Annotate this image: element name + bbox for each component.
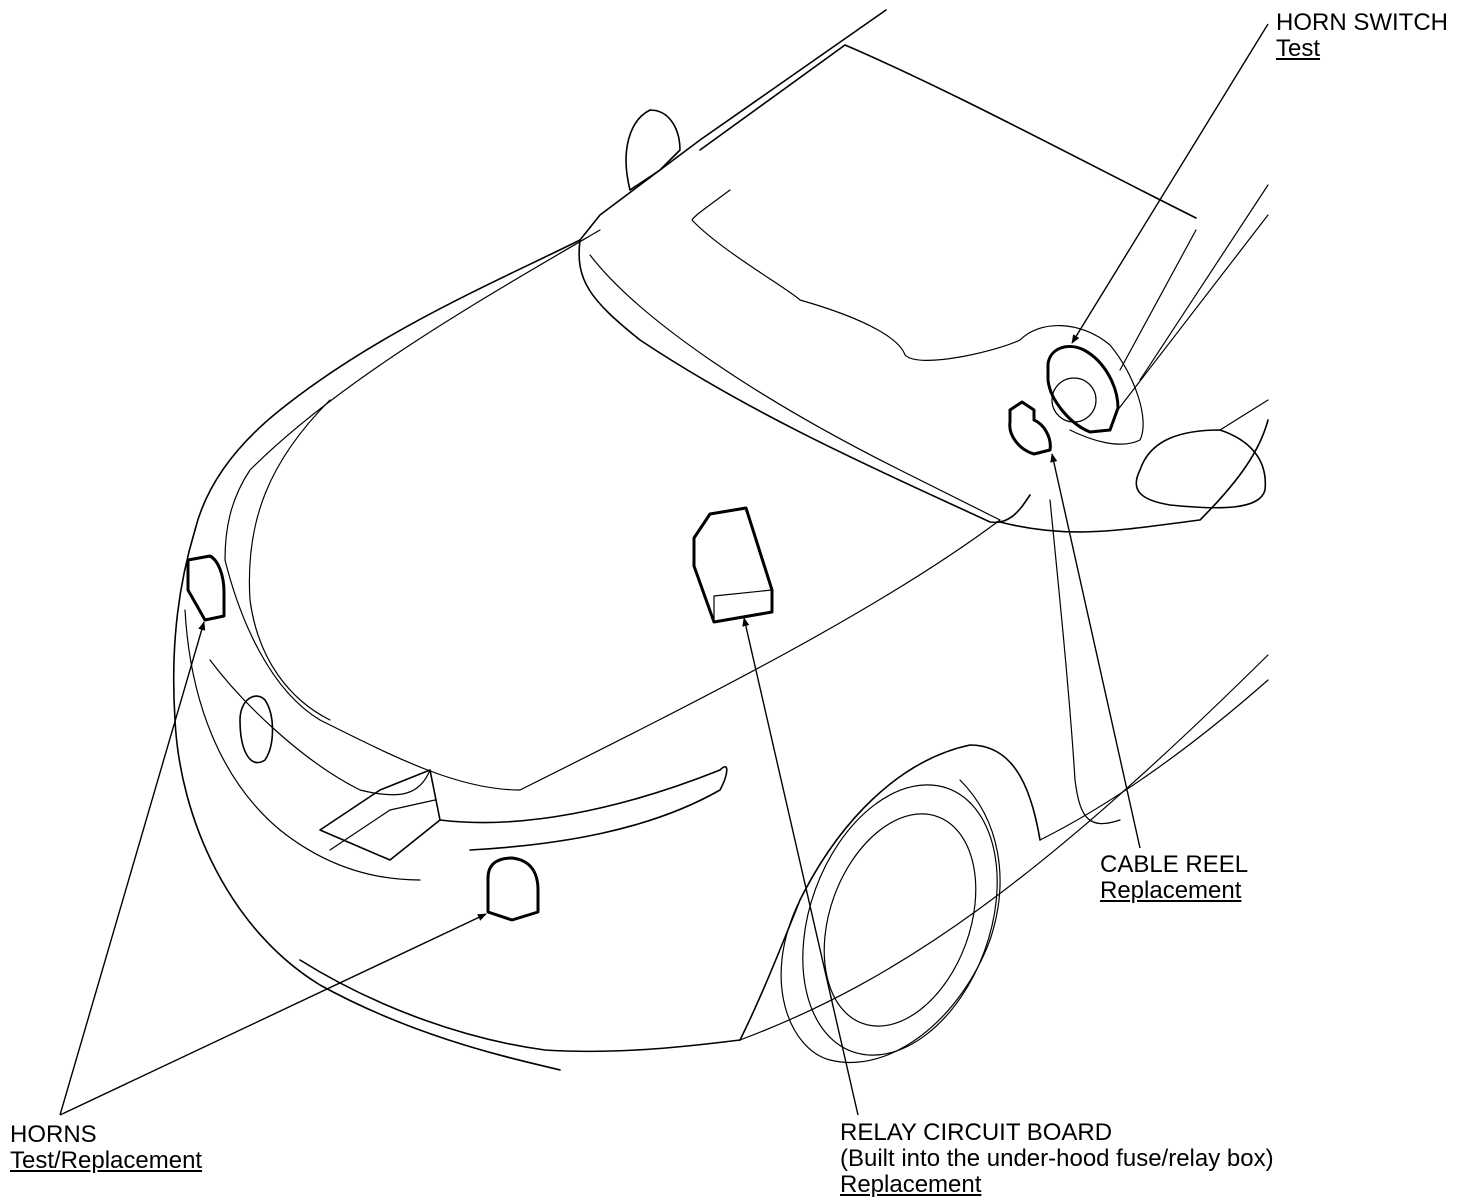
leader-horn-center xyxy=(59,913,487,1116)
horn-switch-action-link[interactable]: Test xyxy=(1276,35,1321,62)
leader-relay xyxy=(742,617,859,1116)
relay-circuit-board-subtitle: (Built into the under-hood fuse/relay bo… xyxy=(840,1145,1274,1172)
leader-horn-left xyxy=(59,621,206,1116)
relay-circuit-board-callout: RELAY CIRCUIT BOARD (Built into the unde… xyxy=(840,1120,1274,1198)
horns-callout: HORNS Test/Replacement xyxy=(10,1122,202,1174)
cable-reel-title: CABLE REEL xyxy=(1100,851,1249,878)
leader-cable-reel xyxy=(1050,453,1141,849)
cable-reel-action-link[interactable]: Replacement xyxy=(1100,877,1242,904)
cable-reel-callout: CABLE REEL Replacement xyxy=(1100,852,1248,904)
car-body-outline xyxy=(172,9,1269,1071)
horn-switch-title: HORN SWITCH xyxy=(1276,9,1448,36)
leader-lines xyxy=(59,23,1269,1116)
horn-center-component xyxy=(486,856,540,922)
horns-action-link[interactable]: Test/Replacement xyxy=(10,1147,203,1174)
relay-circuit-board-action-link[interactable]: Replacement xyxy=(840,1171,982,1198)
horn-switch-component xyxy=(1046,345,1120,434)
leader-horn-switch xyxy=(1071,23,1269,344)
relay-circuit-board-title: RELAY CIRCUIT BOARD xyxy=(840,1119,1113,1146)
relay-box-component xyxy=(692,506,774,624)
horn-switch-callout: HORN SWITCH Test xyxy=(1276,10,1448,62)
cable-reel-component xyxy=(1008,400,1052,456)
horn-left-component xyxy=(186,554,226,622)
horns-title: HORNS xyxy=(10,1121,97,1148)
